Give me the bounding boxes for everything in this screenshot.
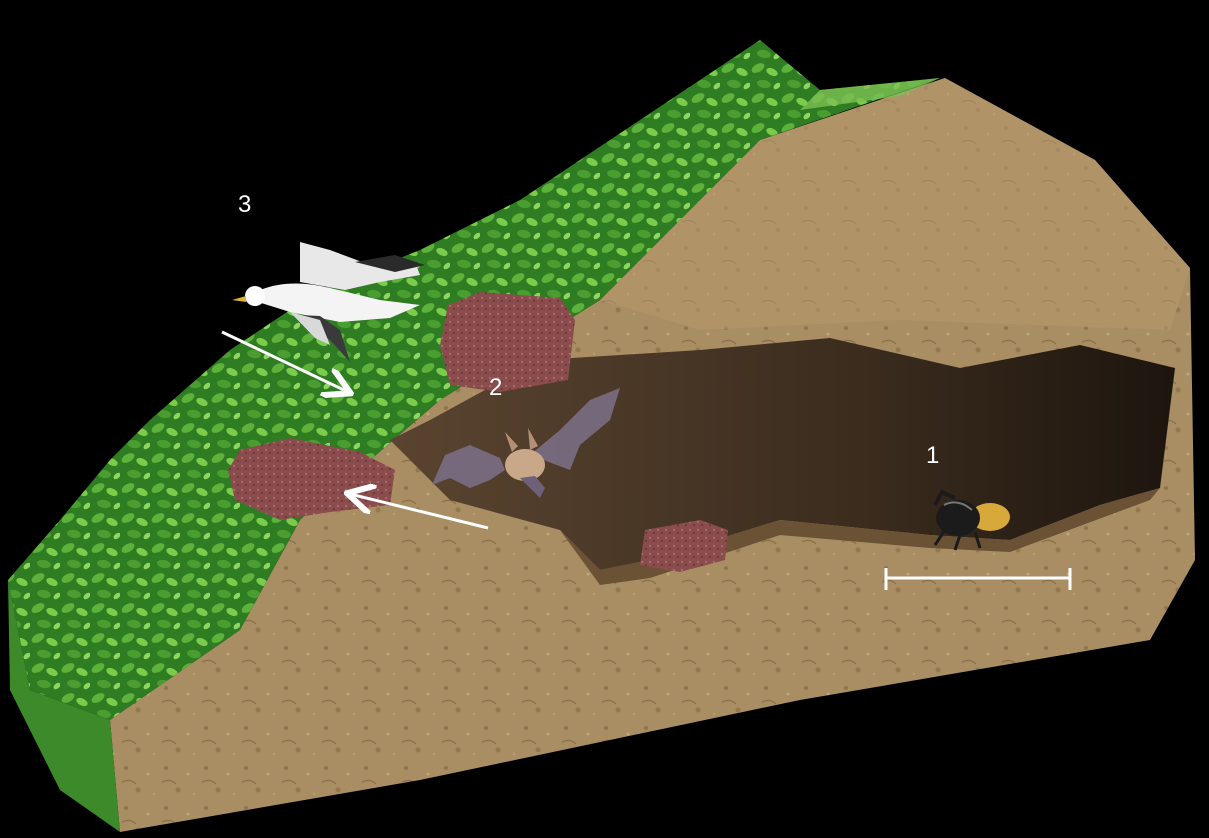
- label-3: 3: [238, 191, 251, 218]
- label-2: 2: [489, 374, 502, 401]
- label-1: 1: [926, 442, 939, 469]
- rock-top: [440, 292, 575, 392]
